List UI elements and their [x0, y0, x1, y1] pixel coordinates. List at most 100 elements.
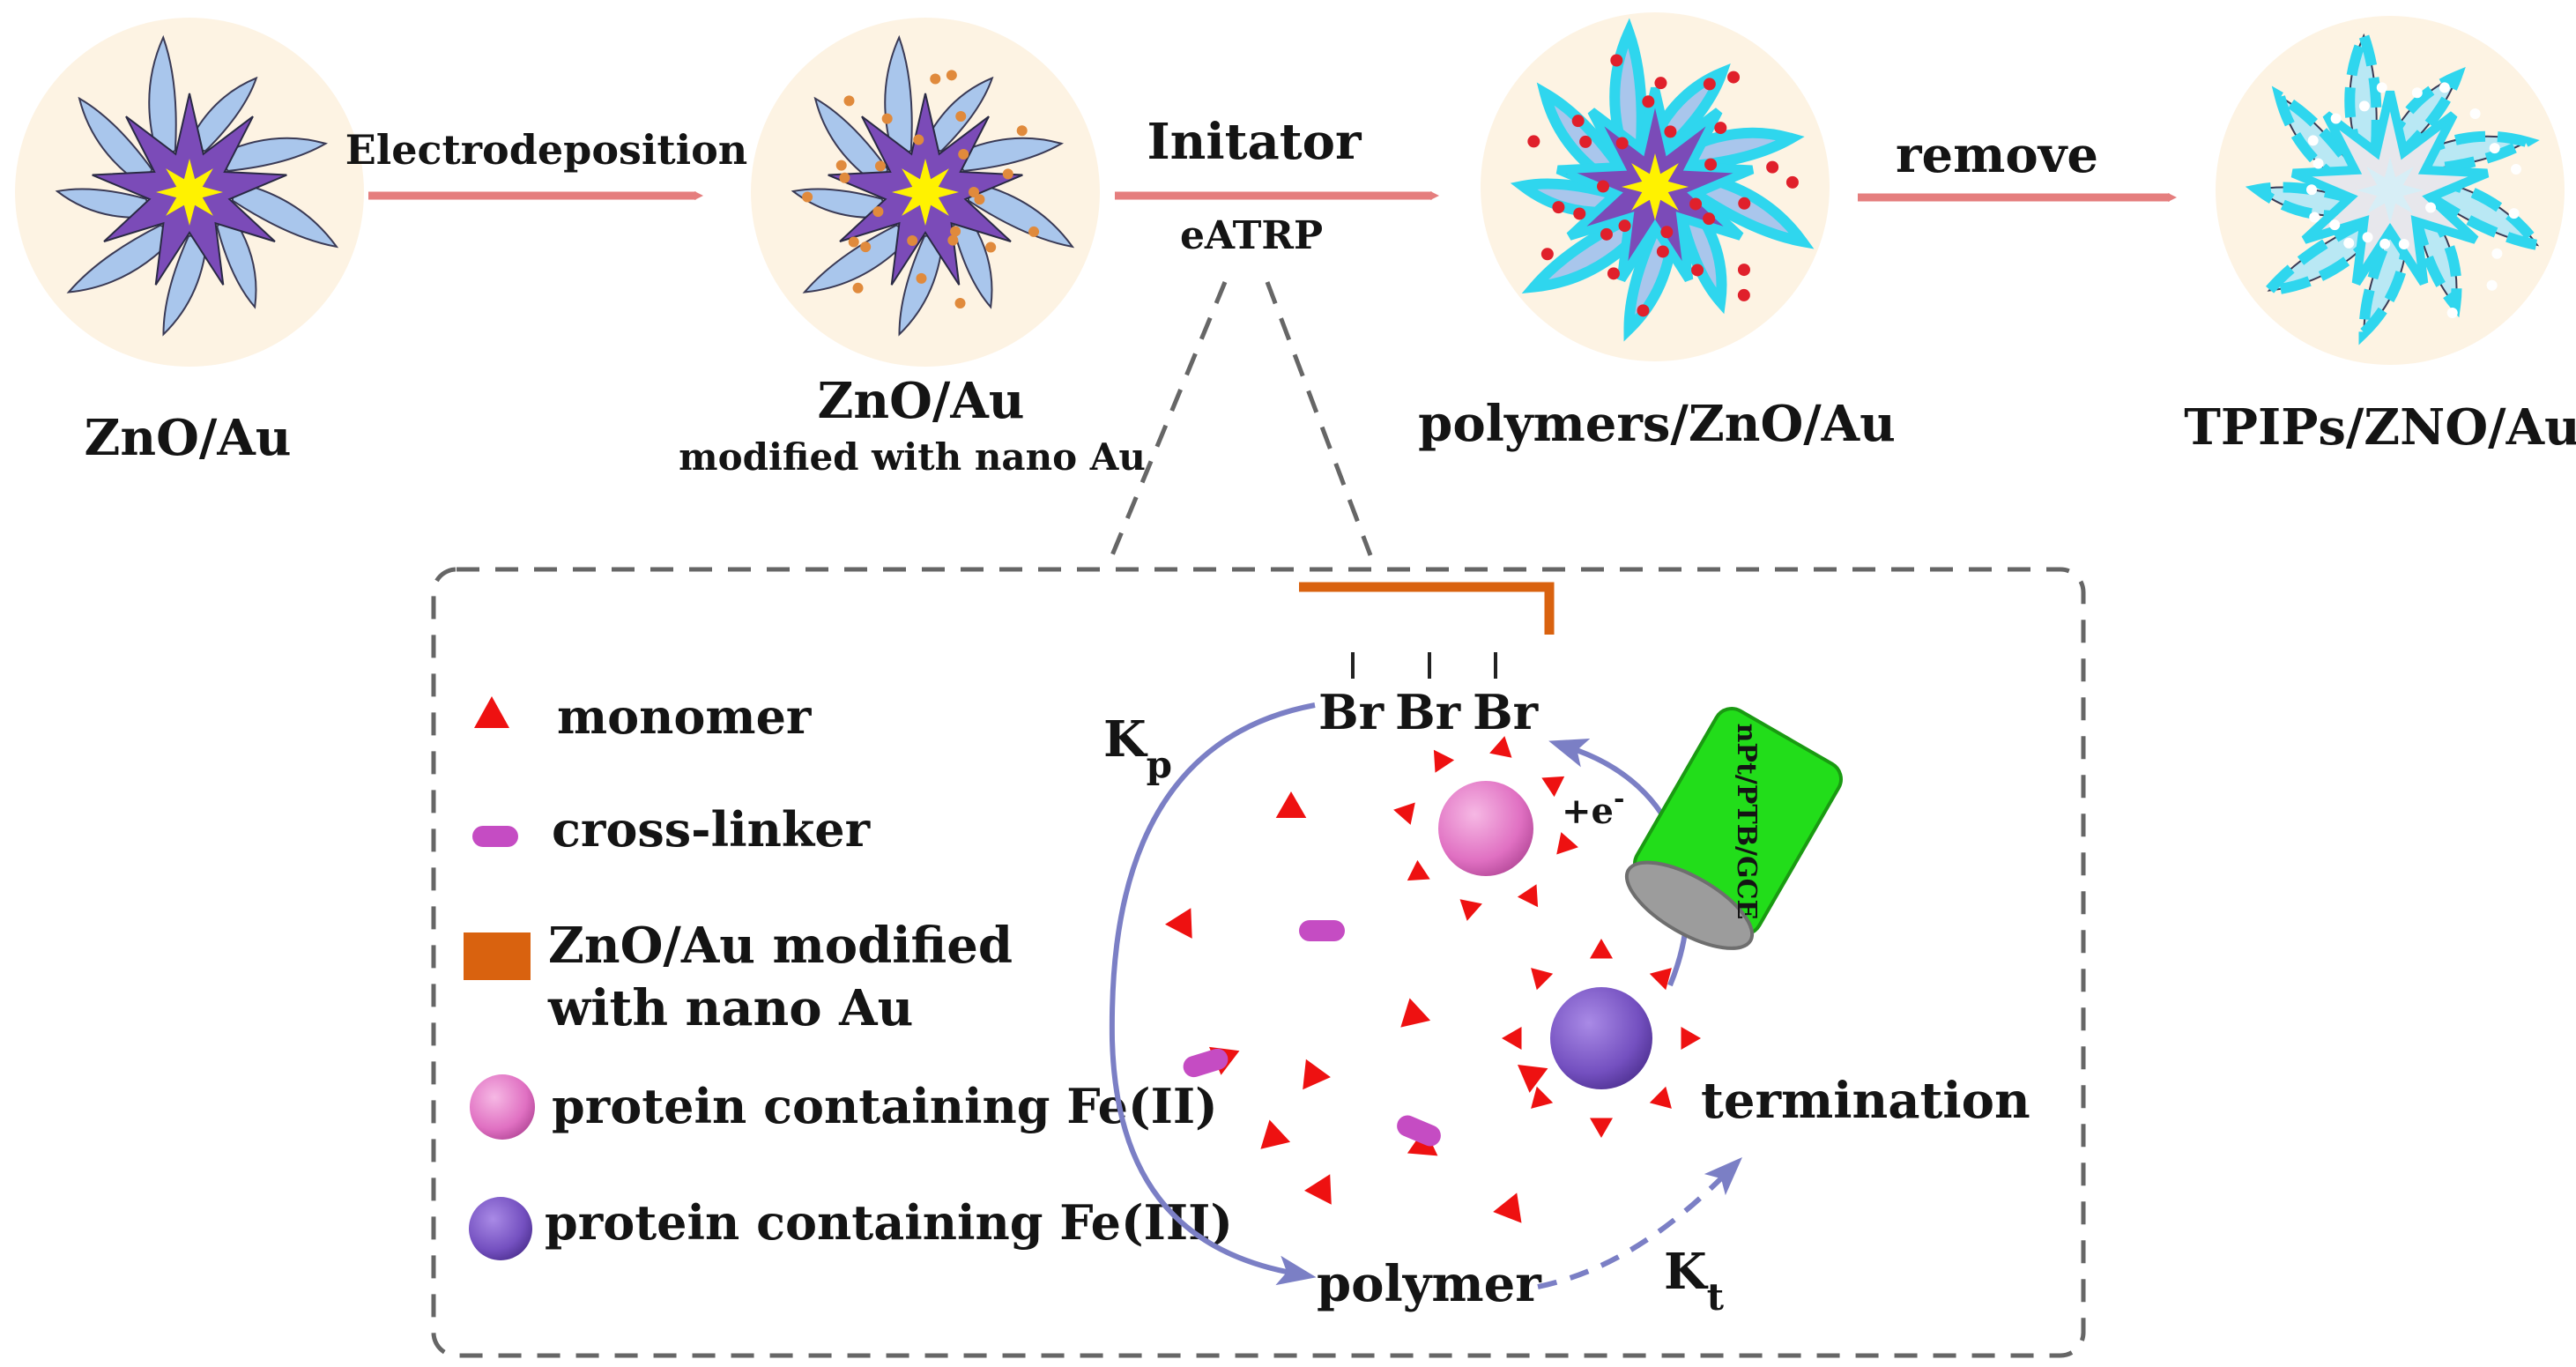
template-protein-dot: [1618, 219, 1631, 233]
template-protein-dot: [1689, 197, 1703, 211]
petal: [791, 188, 890, 219]
polymer-label: polymer: [1317, 1255, 1542, 1313]
monomer-icon: [1407, 859, 1430, 881]
template-protein-dot: [1714, 122, 1727, 135]
nano-au-dot: [881, 113, 893, 124]
electrode-icon: nPt/PTB/GCE: [1624, 707, 1843, 950]
polymer-coating: [2379, 66, 2466, 155]
polymer-flower-icon: [1510, 18, 1815, 342]
arrow-2-sublabel: eATRP: [1180, 213, 1323, 258]
core-star: [156, 159, 223, 226]
stage-4-tpips: [2216, 16, 2565, 365]
petal: [55, 188, 154, 219]
imprinted-cavity: [2329, 219, 2341, 231]
br-label: Br: [1473, 684, 1539, 740]
detail-box: [431, 567, 2086, 1358]
monomer-icon: [1304, 1174, 1332, 1205]
monomer-icon: [1493, 1192, 1522, 1223]
nano-au-dot: [974, 194, 985, 205]
template-protein-dot: [1738, 197, 1751, 210]
imprinted-cavity: [2398, 238, 2409, 249]
monomer-icon: [1649, 1086, 1672, 1109]
nano-au-dot: [913, 134, 924, 145]
monomer-icon: [1518, 1065, 1548, 1093]
arrow-electrodeposition: Electrodeposition: [345, 126, 747, 200]
kp-label: Kp: [1103, 710, 1172, 786]
polymer-coating: [1555, 86, 1755, 282]
arrow-initiator: Initator eATRP: [1115, 113, 1439, 258]
petal: [185, 76, 258, 152]
nano-au-dot: [872, 206, 884, 218]
monomer-icon: [1590, 939, 1613, 959]
nano-au-dot: [947, 234, 959, 246]
template-protein-dot: [1703, 212, 1716, 226]
monomer-icon: [1275, 791, 1307, 818]
monomer-icon: [1541, 776, 1565, 798]
legend-item-zno: ZnO/Au modified with nano Au: [464, 917, 1013, 1037]
legend-item-fe3: protein containing Fe(III): [469, 1194, 1233, 1260]
polymer-coating: [2271, 85, 2358, 195]
legend-item-crosslinker: cross-linker: [472, 801, 871, 858]
monomer-icon: [1303, 1059, 1331, 1090]
stage-2-label: ZnO/Au: [818, 372, 1025, 430]
petal: [231, 180, 339, 249]
mechanism: Br Br Br Kp nPt/PTB/GCE +e- termination …: [1103, 582, 2030, 1319]
stage-3-polymers: [1481, 12, 1830, 361]
imprinted-cavity: [2306, 184, 2318, 196]
imprinted-cavity: [2508, 208, 2520, 219]
crosslinker-icon: [1397, 1115, 1441, 1147]
crosslinker-icon: [472, 826, 518, 847]
petal: [148, 34, 177, 162]
template-protein-dot: [1642, 95, 1655, 108]
nano-au-dot: [907, 235, 918, 247]
arrow-3-label: remove: [1896, 126, 2098, 184]
monomer-icon: [1531, 1086, 1554, 1109]
zoom-line-right: [1265, 281, 1373, 556]
polymer-coating: [2407, 130, 2540, 175]
template-protein-dot: [1607, 267, 1620, 280]
template-protein-dot: [1703, 78, 1716, 91]
nano-au-dot: [954, 297, 966, 308]
monomer-icon: [1433, 749, 1455, 773]
imprinted-cavity: [2469, 108, 2481, 120]
crosslinker-icon: [1299, 920, 1345, 941]
kt-label: Kt: [1664, 1243, 1725, 1319]
termination-label: termination: [1701, 1072, 2030, 1130]
legend-fe3-label: protein containing Fe(III): [545, 1194, 1233, 1251]
nano-au-dot: [930, 73, 941, 85]
monomer-icon: [1681, 1027, 1701, 1050]
petal: [2431, 178, 2540, 247]
template-protein-dot: [1540, 248, 1554, 261]
template-protein-dot: [1600, 227, 1613, 241]
petal: [213, 137, 329, 172]
template-protein-dot: [1597, 180, 1610, 193]
imprinted-cavity: [2446, 308, 2458, 319]
fe3-protein-icon: [469, 1197, 532, 1260]
petal: [813, 96, 889, 189]
polymer-coating: [1623, 220, 1679, 342]
template-protein-dot: [1552, 201, 1565, 214]
fe3-protein-icon: [1550, 987, 1652, 1089]
zoom-line-left: [1110, 281, 1228, 556]
template-protein-dot: [1615, 137, 1629, 150]
nano-au-dot: [874, 160, 886, 172]
nano-au-dot: [985, 241, 997, 253]
br-label: Br: [1395, 684, 1461, 740]
imprinted-cavity: [2510, 163, 2521, 175]
reagent-cloud: [1165, 736, 1701, 1223]
monomer-icon: [1459, 899, 1482, 921]
legend-item-monomer: monomer: [474, 688, 812, 745]
arrow-2-label: Initator: [1147, 113, 1362, 171]
monomer-icon: [1400, 998, 1431, 1028]
nano-au-dot: [1016, 125, 1028, 137]
electron-label: +e-: [1562, 784, 1624, 832]
legend-crosslinker-label: cross-linker: [552, 801, 871, 858]
template-protein-dot: [1664, 125, 1677, 138]
imprinted-cavity: [2491, 248, 2503, 259]
petal: [967, 180, 1075, 249]
template-protein-dot: [1637, 304, 1650, 317]
template-protein-dot: [1571, 115, 1585, 128]
petal: [949, 137, 1065, 172]
petal: [952, 210, 993, 309]
